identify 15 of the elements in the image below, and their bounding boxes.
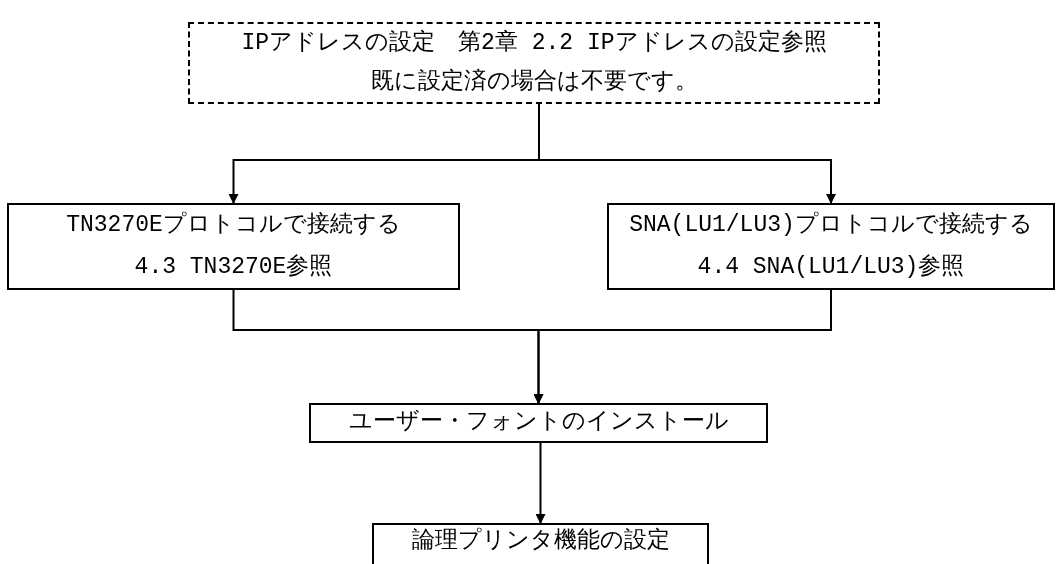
box-text: IPアドレスの設定 第2章 2.2 IPアドレスの設定参照	[241, 30, 827, 57]
process-box	[309, 403, 768, 443]
box-text: TN3270Eプロトコルで接続する	[66, 213, 401, 239]
note-box	[188, 22, 880, 104]
process-box	[372, 523, 709, 564]
box-text: 4.3 TN3270E参照	[134, 254, 333, 280]
process-box	[607, 203, 1055, 290]
box-text: ユーザー・フォントのインストール	[348, 410, 729, 436]
arrow	[533, 289, 832, 404]
box-text: 4.4 SNA(LU1/LU3)参照	[697, 254, 965, 280]
box-text: SNA(LU1/LU3)プロトコルで接続する	[629, 213, 1033, 239]
arrow	[535, 442, 546, 524]
box-text: 論理プリンタ機能の設定	[411, 529, 670, 555]
box-text: 既に設定済の場合は不要です。	[370, 69, 698, 96]
process-box	[7, 203, 460, 290]
